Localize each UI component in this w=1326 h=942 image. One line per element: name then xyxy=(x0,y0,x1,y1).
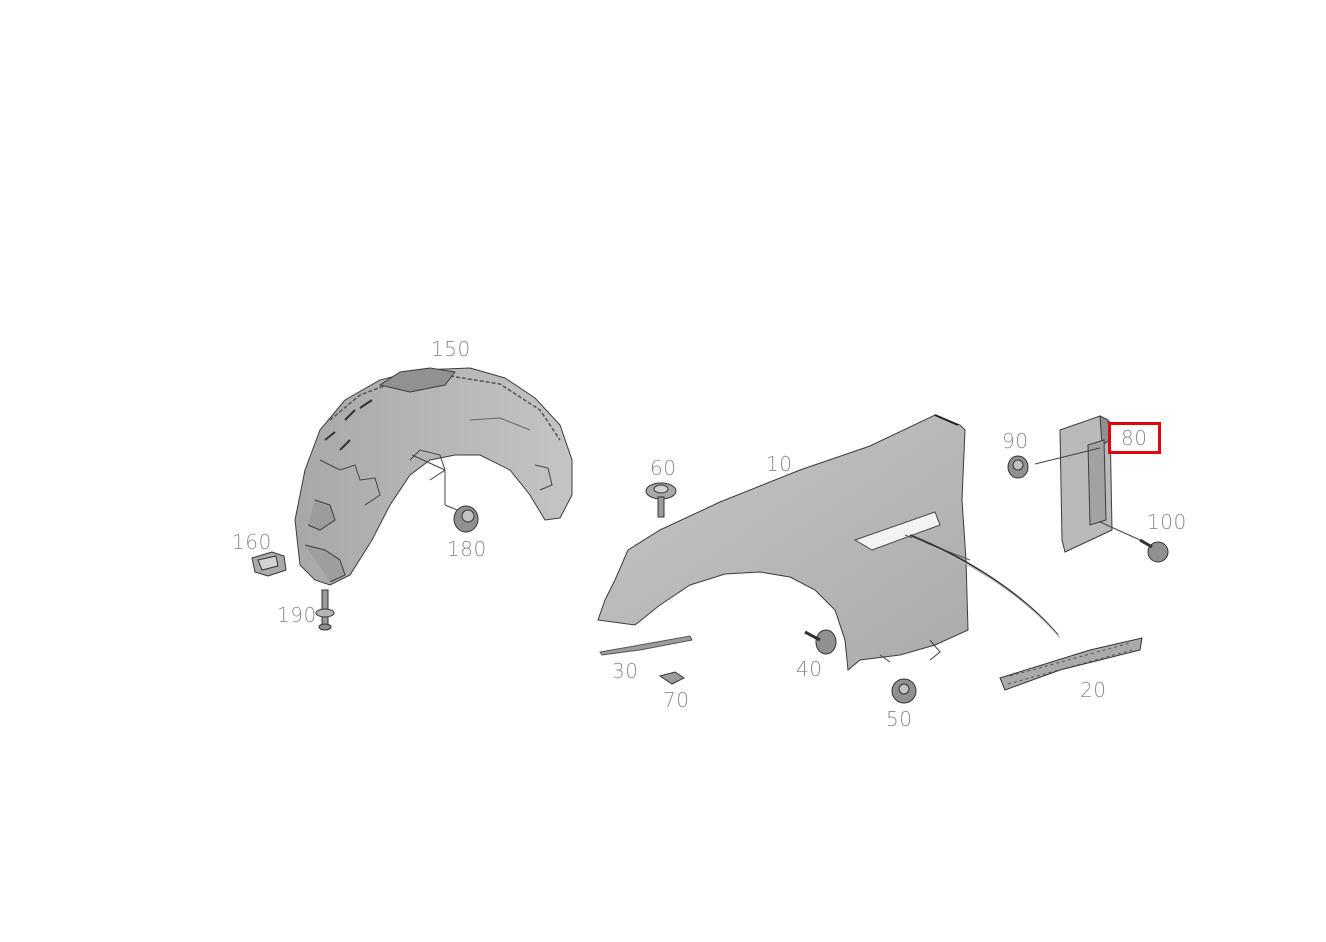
part-label-40[interactable]: 40 xyxy=(796,657,823,681)
part-label-100[interactable]: 100 xyxy=(1147,510,1187,534)
part-label-70[interactable]: 70 xyxy=(663,688,690,712)
rivet-190[interactable] xyxy=(315,589,335,631)
part-label-80[interactable]: 80 xyxy=(1121,426,1148,450)
part-label-160[interactable]: 160 xyxy=(232,530,272,554)
screw-60[interactable] xyxy=(645,482,677,518)
bolt-40[interactable] xyxy=(804,629,837,655)
bolt-100[interactable] xyxy=(1139,538,1169,563)
bracket-panel-80[interactable] xyxy=(1034,415,1141,553)
wheel-arch-liner-150[interactable] xyxy=(294,367,573,586)
part-label-190[interactable]: 190 xyxy=(277,603,317,627)
highlighted-part-box[interactable] xyxy=(1108,422,1161,454)
trim-strip-20[interactable] xyxy=(999,637,1143,691)
part-label-60[interactable]: 60 xyxy=(650,456,677,480)
seal-strip-30[interactable] xyxy=(599,635,693,656)
part-label-20[interactable]: 20 xyxy=(1080,678,1107,702)
clip-70[interactable] xyxy=(658,671,685,685)
fender-10[interactable] xyxy=(597,414,1061,671)
part-label-90[interactable]: 90 xyxy=(1002,429,1029,453)
part-label-30[interactable]: 30 xyxy=(612,659,639,683)
part-label-180[interactable]: 180 xyxy=(447,537,487,561)
nut-50[interactable] xyxy=(891,678,917,704)
part-label-150[interactable]: 150 xyxy=(431,337,471,361)
part-label-50[interactable]: 50 xyxy=(886,707,913,731)
part-label-10[interactable]: 10 xyxy=(766,452,793,476)
nut-180[interactable] xyxy=(453,505,479,533)
clip-160[interactable] xyxy=(251,551,287,577)
screw-90[interactable] xyxy=(1007,455,1029,479)
